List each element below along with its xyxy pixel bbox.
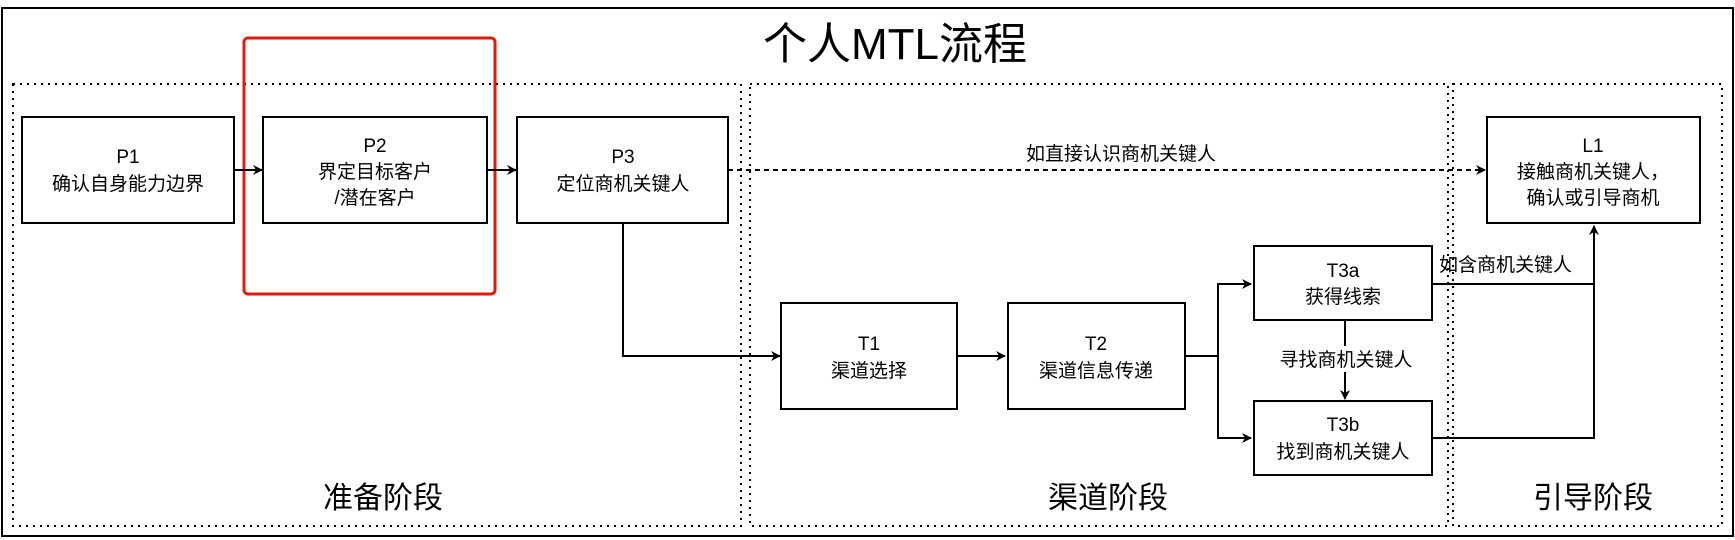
node-p2-code: P2 (363, 136, 386, 157)
phase-label-channel: 渠道阶段 (1048, 482, 1168, 515)
node-t2-line-1: 渠道信息传递 (1039, 360, 1153, 382)
p2-highlight-frame (242, 36, 497, 296)
node-t3a-line-1: 获得线索 (1305, 286, 1381, 308)
phase-region-prep (12, 83, 742, 527)
node-l1: L1 接触商机关键人， 确认或引导商机 (1486, 116, 1701, 224)
node-t2: T2 渠道信息传递 (1007, 302, 1186, 410)
node-t3b-line-1: 找到商机关键人 (1276, 441, 1409, 463)
node-t1-code: T1 (858, 334, 880, 355)
edge-label-bg-t3a-t3b (1270, 346, 1422, 372)
phase-label-prep: 准备阶段 (323, 482, 443, 515)
phase-label-guide: 引导阶段 (1533, 482, 1653, 515)
edge-t2-t3a (1185, 279, 1252, 357)
node-p1-code: P1 (116, 147, 139, 168)
node-p3: P3 定位商机关键人 (516, 116, 729, 224)
node-p1-line-1: 确认自身能力边界 (52, 173, 204, 195)
node-t3a: T3a 获得线索 (1253, 245, 1433, 321)
node-p3-code: P3 (611, 147, 634, 168)
node-t3a-code: T3a (1327, 261, 1360, 282)
node-p2-line-1: 界定目标客户 (318, 161, 432, 183)
node-l1-code: L1 (1582, 136, 1603, 157)
node-t3b-code: T3b (1327, 415, 1360, 436)
node-p2-line-2: /潜在客户 (334, 187, 415, 209)
node-p2: P2 界定目标客户 /潜在客户 (262, 116, 488, 224)
edge-p3-t1 (622, 224, 781, 361)
edge-label-t3a-t3b: 寻找商机关键人 (1279, 349, 1412, 371)
node-l1-line-2: 确认或引导商机 (1526, 187, 1659, 209)
edge-t3b-l1 (1432, 284, 1595, 439)
phase-region-channel (749, 83, 1449, 527)
phase-region-guide (1452, 83, 1723, 527)
node-l1-line-1: 接触商机关键人， (1517, 161, 1669, 183)
node-t2-code: T2 (1085, 334, 1107, 355)
node-t3b: T3b 找到商机关键人 (1253, 400, 1433, 476)
edge-label-t3a-l1: 如含商机关键人 (1439, 254, 1572, 276)
node-t1-line-1: 渠道选择 (831, 360, 907, 382)
node-p3-line-1: 定位商机关键人 (556, 173, 689, 195)
node-t1: T1 渠道选择 (780, 302, 958, 410)
edge-t2-t3b (1217, 356, 1252, 443)
edge-label-p3-l1: 如直接认识商机关键人 (1026, 143, 1216, 165)
node-p1: P1 确认自身能力边界 (21, 116, 235, 224)
edge-label-bg-p3-l1 (1013, 139, 1229, 163)
diagram-title: 个人MTL流程 (763, 20, 1027, 69)
outer-frame (1, 7, 1734, 537)
